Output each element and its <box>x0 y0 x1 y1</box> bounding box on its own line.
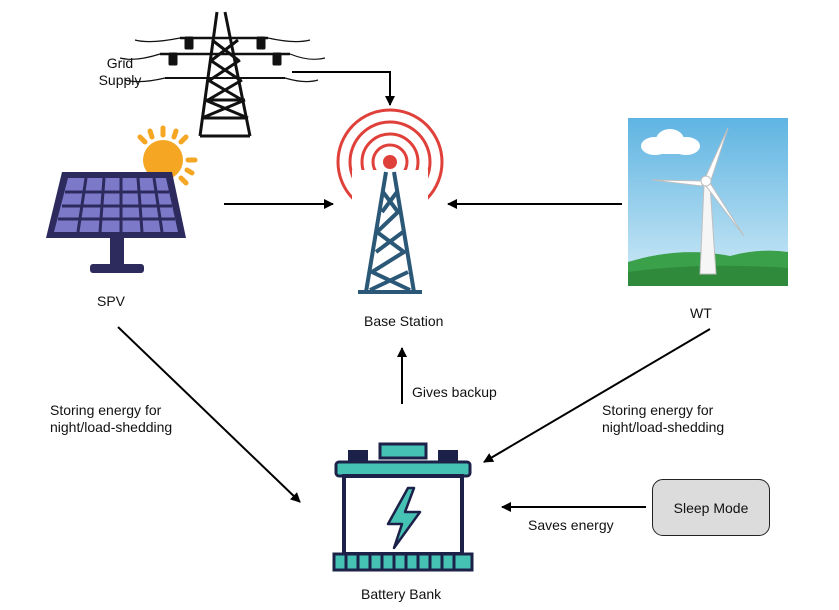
grid-supply-label: Grid Supply <box>92 55 148 89</box>
sun-icon <box>137 125 198 186</box>
storing-left-line2: night/load-shedding <box>50 419 173 435</box>
storing-energy-left-label: Storing energy for night/load-shedding <box>50 402 172 436</box>
gives-backup-label: Gives backup <box>412 384 497 400</box>
radio-tower-icon <box>336 108 444 295</box>
storing-right-line2: night/load-shedding <box>602 419 725 435</box>
sleep-mode-box: Sleep Mode <box>652 479 770 536</box>
solar-panel-icon <box>46 172 186 273</box>
arrow-grid-to-base <box>292 71 395 106</box>
arrow-spv-to-battery <box>117 326 301 503</box>
saves-energy-label: Saves energy <box>528 517 614 533</box>
storing-left-line1: Storing energy for <box>50 402 162 418</box>
wind-turbine-icon <box>628 118 788 286</box>
wt-label: WT <box>690 305 712 321</box>
grid-label-line2: Supply <box>98 72 142 88</box>
arrow-wt-to-battery <box>483 328 711 463</box>
base-station-label: Base Station <box>364 313 444 329</box>
storing-right-line1: Storing energy for <box>602 402 714 418</box>
storing-energy-right-label: Storing energy for night/load-shedding <box>602 402 724 436</box>
battery-bank-label: Battery Bank <box>361 586 442 602</box>
battery-icon <box>332 442 474 572</box>
spv-label: SPV <box>97 293 126 309</box>
transmission-tower-icon <box>119 11 326 138</box>
sleep-mode-label: Sleep Mode <box>673 499 749 516</box>
grid-label-line1: Grid <box>106 55 134 71</box>
